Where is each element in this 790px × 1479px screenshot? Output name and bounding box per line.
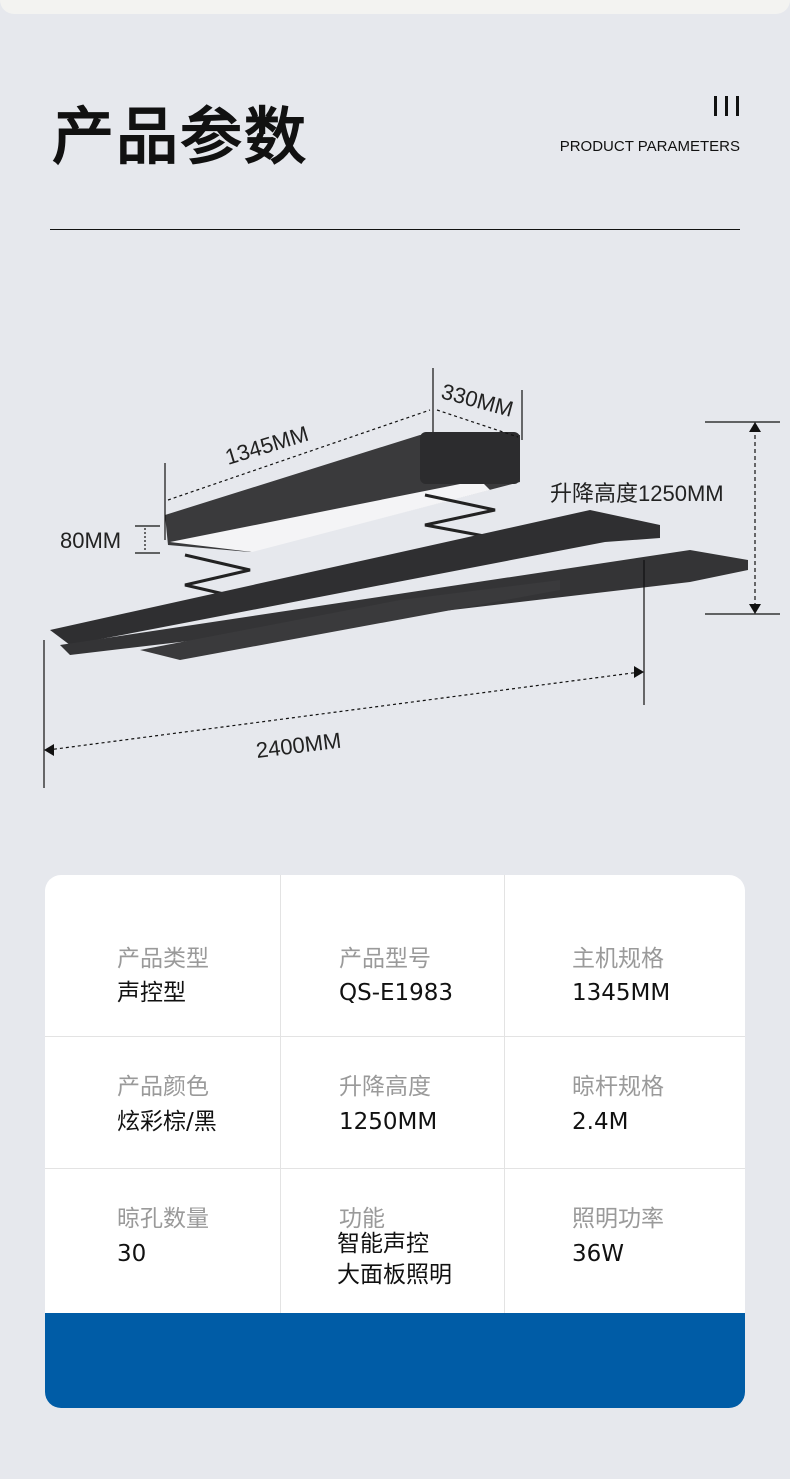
param-cell: 主机规格 1345MM	[505, 875, 745, 1036]
clothes-rack-illustration	[50, 432, 748, 660]
param-label: 主机规格	[572, 946, 664, 972]
param-value: 大面板照明	[337, 1262, 452, 1288]
param-label: 产品颜色	[117, 1074, 209, 1100]
table-row: 产品颜色炫彩棕/黑 升降高度 1250MM 晾杆规格 2.4M	[45, 1037, 745, 1169]
param-cell: 晾杆规格 2.4M	[505, 1037, 745, 1168]
param-label: 晾孔数量	[117, 1206, 209, 1232]
param-cell: 产品型号 QS-E1983	[281, 875, 505, 1036]
product-dimension-diagram: 1345MM 330MM 80MM 升降高度1250MM 2400MM	[43, 368, 780, 788]
table-row: 产品类型声控型 产品型号 QS-E1983 主机规格 1345MM	[45, 875, 745, 1037]
length-dimension-label: 1345MM	[222, 421, 311, 470]
param-cell: 晾孔数量 30	[45, 1169, 281, 1313]
param-label: 产品类型	[117, 946, 209, 972]
decorative-bars-icon	[714, 96, 739, 116]
lift-height-label: 升降高度1250MM	[550, 481, 724, 506]
param-value: 声控型	[117, 980, 186, 1006]
param-value: 30	[117, 1241, 147, 1267]
param-label: 晾杆规格	[572, 1074, 664, 1100]
parameters-table: 产品类型声控型 产品型号 QS-E1983 主机规格 1345MM 产品颜色炫彩棕/…	[45, 875, 745, 1408]
param-cell: 产品类型声控型	[45, 875, 281, 1036]
param-label: 照明功率	[572, 1206, 664, 1232]
param-value: 2.4M	[572, 1109, 629, 1135]
param-value: 1250MM	[339, 1109, 438, 1135]
total-length-label: 2400MM	[255, 728, 343, 763]
param-cell: 照明功率 36W	[505, 1169, 745, 1313]
divider	[50, 229, 740, 230]
param-cell: 功能智能声控大面板照明	[281, 1169, 505, 1313]
page-subtitle: PRODUCT PARAMETERS	[559, 138, 740, 155]
param-cell: 升降高度 1250MM	[281, 1037, 505, 1168]
param-value: 36W	[572, 1241, 625, 1267]
param-label: 产品型号	[339, 946, 431, 972]
top-strip	[0, 0, 790, 14]
param-label: 升降高度	[339, 1074, 431, 1100]
param-cell: 产品颜色炫彩棕/黑	[45, 1037, 281, 1168]
param-label: 功能	[339, 1206, 385, 1232]
param-value: 炫彩棕/黑	[117, 1109, 217, 1135]
thickness-dimension-label: 80MM	[60, 528, 121, 553]
param-value: 智能声控	[337, 1231, 429, 1257]
param-value: QS-E1983	[339, 980, 454, 1006]
width-dimension-label: 330MM	[439, 379, 516, 422]
page-title: 产品参数	[52, 100, 309, 173]
accent-footer-bar	[45, 1313, 745, 1408]
table-row: 晾孔数量 30 功能智能声控大面板照明 照明功率 36W	[45, 1169, 745, 1313]
param-value: 1345MM	[572, 980, 671, 1006]
